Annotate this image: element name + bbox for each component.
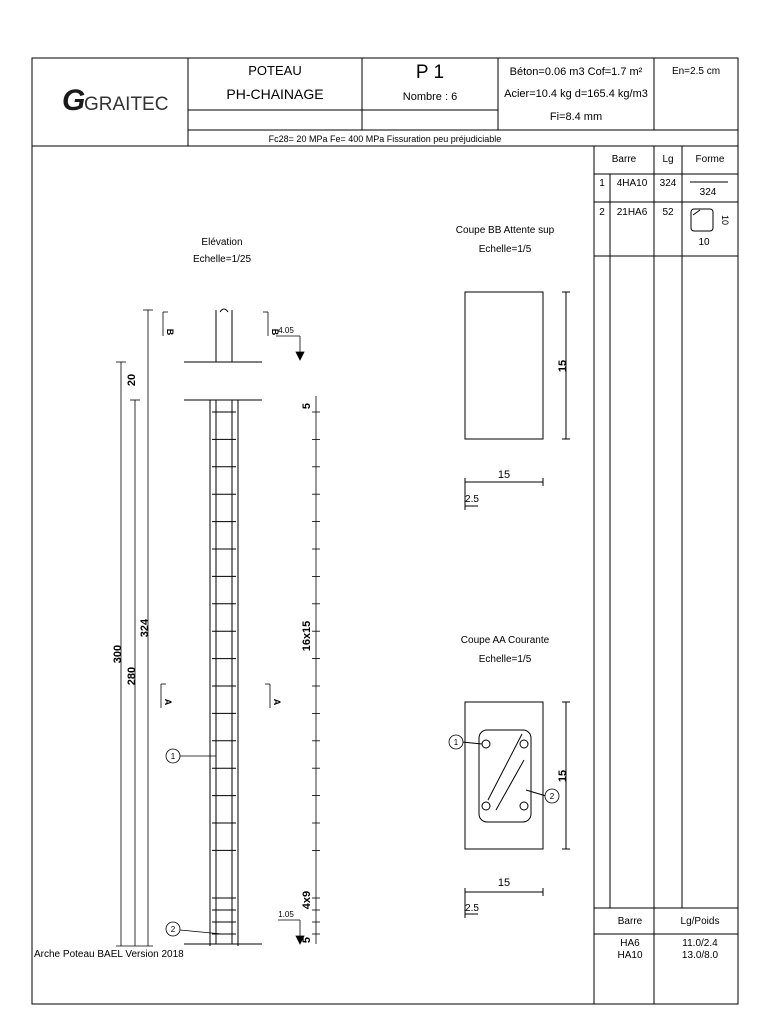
dim-16x15: 16x15 xyxy=(301,621,313,652)
section-aa-height: 15 xyxy=(557,770,569,782)
section-b-right: B xyxy=(270,329,280,336)
section-bb-title: Coupe BB Attente sup xyxy=(456,225,555,236)
title-line1: POTEAU xyxy=(248,63,301,78)
section-bb-width: 15 xyxy=(498,469,510,481)
title-block xyxy=(31,57,739,1005)
weights-header-barre: Barre xyxy=(618,916,643,927)
logo-g-icon: G xyxy=(62,84,85,117)
section-b-markers xyxy=(162,311,269,336)
stirrup-ticks xyxy=(312,411,320,935)
section-a-left: A xyxy=(163,699,173,706)
row-length: 52 xyxy=(662,207,674,218)
elevation-title: Elévation xyxy=(201,237,242,248)
bar-callout-1 xyxy=(165,748,216,764)
bars-table xyxy=(593,146,738,1004)
weights-bar: HA10 xyxy=(617,950,642,961)
shape-width: 10 xyxy=(698,237,710,248)
section-aa-cover: 2.5 xyxy=(465,903,479,914)
col-header-forme: Forme xyxy=(696,154,725,165)
elevation-dimensions xyxy=(116,309,153,947)
shape-height: 10 xyxy=(720,215,730,225)
level-top-marker xyxy=(276,335,305,361)
quantity-diameter: Fi=8.4 mm xyxy=(550,111,602,123)
section-bb-drawing xyxy=(464,291,570,510)
section-bb-height: 15 xyxy=(557,360,569,372)
stirrup-hook xyxy=(692,209,701,216)
graitec-logo: G GRAITEC xyxy=(62,84,168,117)
quantity-concrete: Béton=0.06 m3 Cof=1.7 m² xyxy=(510,66,643,78)
level-bottom-marker xyxy=(278,919,305,945)
dim-300: 300 xyxy=(112,645,124,663)
row-bar: 4HA10 xyxy=(617,178,648,189)
title-line2: PH-CHAINAGE xyxy=(226,86,323,102)
callout-1-label: 1 xyxy=(171,752,176,761)
weights-value: 13.0/8.0 xyxy=(682,950,719,961)
table-row: 1 4HA10 324 324 xyxy=(599,178,728,198)
col-header-lg: Lg xyxy=(662,154,673,165)
section-aa-title: Coupe AA Courante xyxy=(461,635,550,646)
section-a-markers xyxy=(160,683,271,708)
materials-line: Fc28= 20 MPa Fe= 400 MPa Fissuration peu… xyxy=(269,134,502,144)
dim-20: 20 xyxy=(126,374,138,386)
dim-4x9: 4x9 xyxy=(301,891,313,909)
row-length: 324 xyxy=(660,178,677,189)
row-number: 1 xyxy=(599,178,605,189)
weights-bar: HA6 xyxy=(620,938,640,949)
dim-5-bot: 5 xyxy=(301,937,313,943)
section-bb-cover: 2.5 xyxy=(465,494,479,505)
weights-header-lg: Lg/Poids xyxy=(681,916,720,927)
aa-callout-2 xyxy=(544,788,560,804)
elevation-drawing xyxy=(184,308,262,946)
row-number: 2 xyxy=(599,207,605,218)
software-version: Arche Poteau BAEL Version 2018 xyxy=(34,949,184,960)
section-aa-width: 15 xyxy=(498,877,510,889)
quantity-steel: Acier=10.4 kg d=165.4 kg/m3 xyxy=(504,88,648,100)
section-a-right: A xyxy=(272,699,282,706)
dim-280: 280 xyxy=(126,667,138,685)
stirrup-shape xyxy=(690,208,714,232)
table-row: 2 21HA6 52 10 10 xyxy=(599,207,730,248)
cover-value: En=2.5 cm xyxy=(672,66,720,77)
level-bottom-value: 1.05 xyxy=(278,910,294,919)
level-top-value: 4.05 xyxy=(278,326,294,335)
element-ref: P 1 xyxy=(416,62,444,83)
section-aa-drawing xyxy=(461,701,570,918)
row-bar: 21HA6 xyxy=(617,207,648,218)
col-header-barre: Barre xyxy=(612,154,637,165)
element-count: Nombre : 6 xyxy=(403,91,457,103)
bar-callout-2 xyxy=(165,921,223,937)
section-b-left: B xyxy=(165,329,175,336)
logo-text: GRAITEC xyxy=(84,94,168,115)
aa-callout-1 xyxy=(448,734,464,750)
section-aa-scale: Echelle=1/5 xyxy=(479,654,532,665)
weights-value: 11.0/2.4 xyxy=(682,938,718,949)
dim-5-top: 5 xyxy=(301,403,313,409)
aa-callout-2-label: 2 xyxy=(550,792,555,801)
section-bb-scale: Echelle=1/5 xyxy=(479,244,532,255)
dim-324: 324 xyxy=(139,618,151,637)
callout-2-label: 2 xyxy=(171,925,176,934)
elevation-scale: Echelle=1/25 xyxy=(193,254,252,265)
shape-length: 324 xyxy=(700,187,717,198)
elevation-stirrups xyxy=(212,411,236,935)
aa-callout-1-label: 1 xyxy=(454,738,459,747)
